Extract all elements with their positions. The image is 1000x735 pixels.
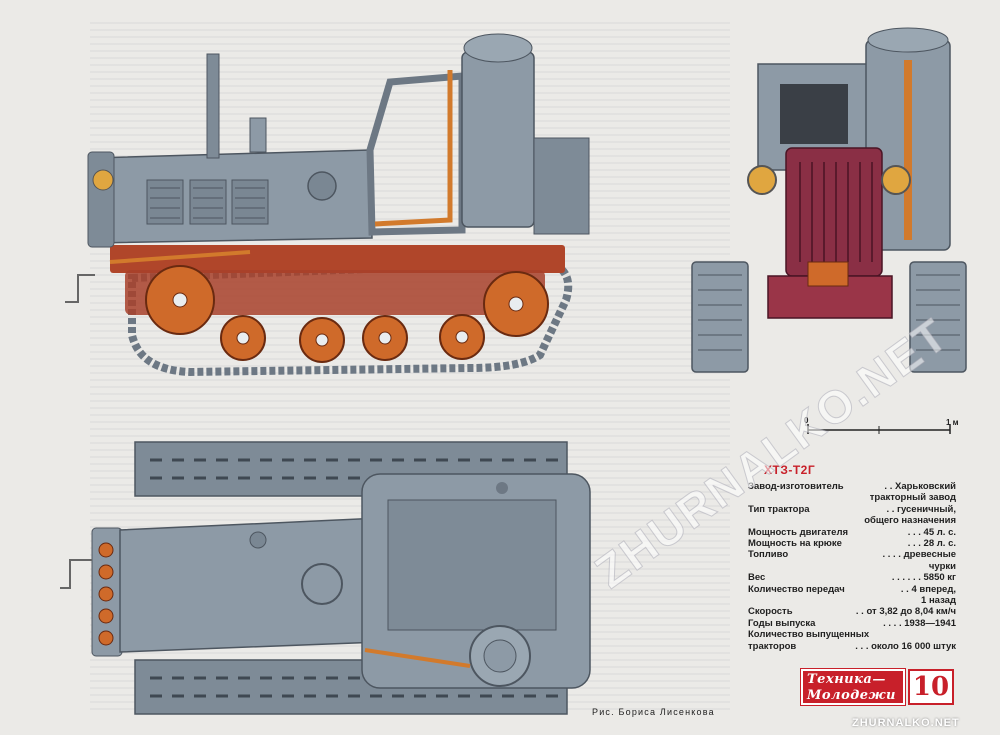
spec-key: Количество выпущенных <box>748 629 870 641</box>
spec-row: общего назначения <box>748 515 956 526</box>
spec-key: Мощность двигателя <box>748 526 849 538</box>
spec-value: тракторный завод <box>869 492 956 504</box>
spec-row: Скорость . . от 3,82 до 8,04 км/ч <box>748 606 956 617</box>
scale-start-label: 0 <box>804 416 809 425</box>
magazine-logo: Техника— Молодежи <box>800 668 906 706</box>
spec-value: . . . 45 л. с. <box>907 526 956 538</box>
spec-row: 1 назад <box>748 595 956 606</box>
spec-key: Годы выпуска <box>748 617 816 629</box>
spec-key: тракторов <box>748 640 797 652</box>
illustration-credit: Рис. Бориса Лисенкова <box>592 707 715 717</box>
spec-row: тракторов . . . около 16 000 штук <box>748 641 956 652</box>
spec-key: Мощность на крюке <box>748 538 842 550</box>
tractor-side-view <box>65 33 590 377</box>
spec-value: . . . около 16 000 штук <box>855 640 956 652</box>
spec-value: . . гусеничный, <box>886 503 956 515</box>
spec-row: Количество выпущенных <box>748 629 956 640</box>
page-number: 10 <box>908 669 954 705</box>
spec-row: Вес . . . . . . 5850 кг <box>748 572 956 583</box>
scale-end-label: 1 м <box>946 418 959 427</box>
spec-key: Количество передач <box>748 583 845 595</box>
spec-value: . . . . древесные <box>882 549 956 561</box>
model-title: ХТЗ-Т2Г <box>764 463 816 477</box>
spec-key: Завод-изготовитель <box>748 481 844 492</box>
spec-row: Годы выпуска . . . . 1938—1941 <box>748 618 956 629</box>
tractor-top-view <box>60 441 591 715</box>
spec-row: Завод-изготовитель . . Харьковский <box>748 481 956 492</box>
spec-value: . . Харьковский <box>884 481 956 492</box>
spec-value: чурки <box>928 560 956 572</box>
spec-key: Скорость <box>748 606 793 618</box>
spec-value: . . от 3,82 до 8,04 км/ч <box>855 606 956 618</box>
spec-value: общего назначения <box>864 515 956 527</box>
spec-row: Топливо . . . . древесные <box>748 549 956 560</box>
scale-bar <box>807 424 951 434</box>
spec-value: . . . . 1938—1941 <box>883 617 956 629</box>
magazine-logo-line1: Техника— <box>807 672 886 687</box>
spec-row: Мощность на крюке . . . 28 л. с. <box>748 538 956 549</box>
spec-row: чурки <box>748 561 956 572</box>
spec-value: . . . 28 л. с. <box>907 538 956 550</box>
spec-value: . . . . . . 5850 кг <box>891 572 956 584</box>
spec-value: . . 4 вперед, <box>900 583 956 595</box>
spec-key: Тип трактора <box>748 503 810 515</box>
tractor-front-view <box>691 27 967 373</box>
site-watermark: ZHURNALKO.NET <box>852 717 960 729</box>
spec-key: Вес <box>748 572 766 584</box>
spec-row: тракторный завод <box>748 492 956 503</box>
spec-key: Топливо <box>748 549 789 561</box>
magazine-logo-line2: Молодежи <box>807 688 896 703</box>
spec-value: 1 назад <box>921 595 956 607</box>
spec-row: Количество передач . . 4 вперед, <box>748 584 956 595</box>
spec-row: Тип трактора . . гусеничный, <box>748 504 956 515</box>
spec-row: Мощность двигателя . . . 45 л. с. <box>748 527 956 538</box>
